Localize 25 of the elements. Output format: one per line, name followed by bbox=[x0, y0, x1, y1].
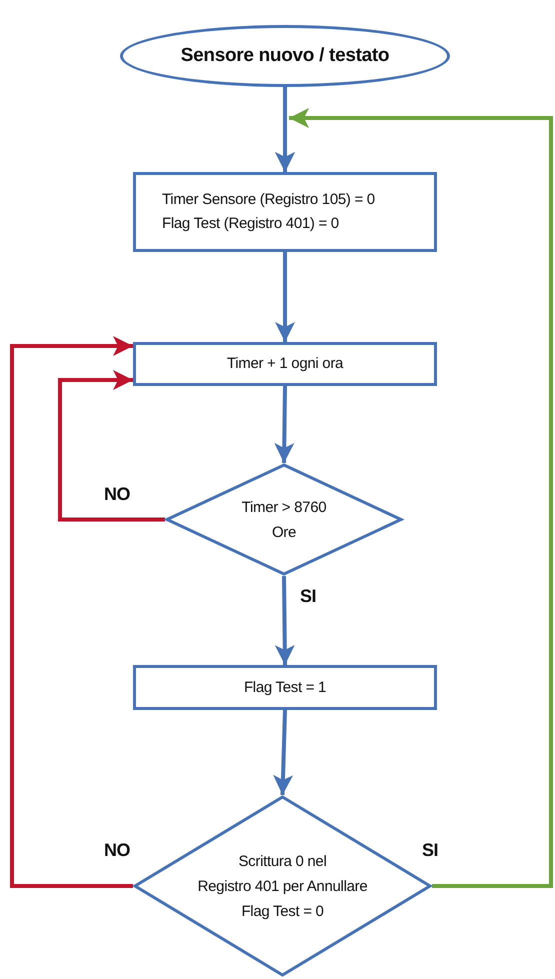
arrow bbox=[58, 370, 165, 522]
arrow bbox=[273, 710, 294, 796]
node-text: Timer Sensore (Registro 105) = 0 bbox=[162, 190, 375, 210]
node-text: Ore bbox=[272, 522, 296, 542]
edge-label: NO bbox=[104, 484, 130, 505]
arrow bbox=[274, 386, 294, 464]
edge-label: SI bbox=[300, 586, 316, 607]
node-text: Scrittura 0 nel bbox=[238, 852, 327, 872]
node-text: Flag Test (Registro 401) = 0 bbox=[162, 214, 339, 234]
edge-label: SI bbox=[422, 840, 438, 861]
arrow bbox=[274, 576, 295, 666]
process-box bbox=[133, 342, 437, 386]
arrow bbox=[289, 108, 553, 888]
process-box bbox=[133, 172, 437, 252]
node-text: Sensore nuovo / testato bbox=[180, 44, 390, 68]
node-text: Registro 401 per Annullare bbox=[198, 876, 368, 896]
node-text: Timer > 8760 bbox=[242, 498, 326, 518]
arrow bbox=[10, 336, 133, 888]
node-text: Timer + 1 ogni ora bbox=[226, 354, 344, 374]
edge-label: NO bbox=[104, 840, 130, 861]
node-text: Flag Test = 1 bbox=[244, 678, 326, 698]
node-text: Flag Test = 0 bbox=[241, 902, 324, 922]
arrow bbox=[275, 87, 295, 172]
arrow bbox=[275, 252, 295, 342]
process-box bbox=[133, 665, 437, 710]
